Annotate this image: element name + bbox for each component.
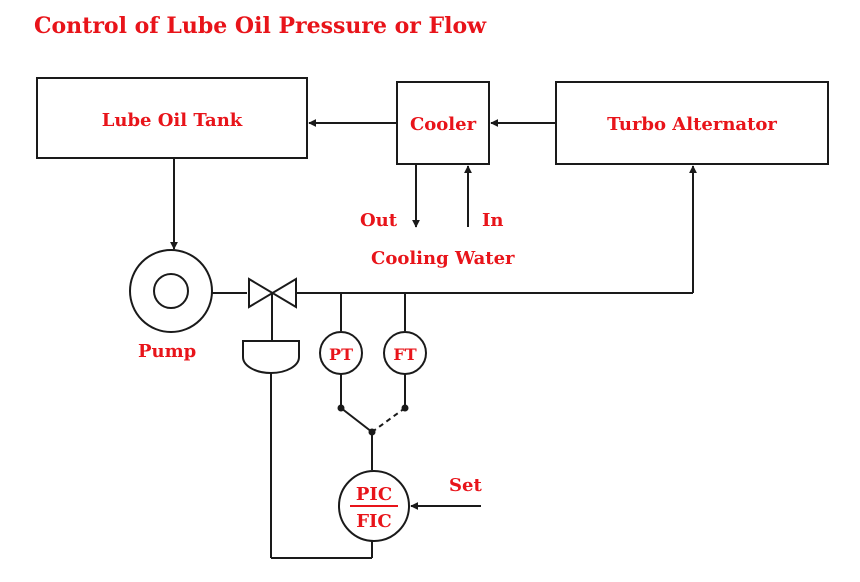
cooler-label: Cooler bbox=[410, 114, 477, 135]
pump-label: Pump bbox=[138, 341, 196, 362]
lube-oil-tank-label: Lube Oil Tank bbox=[102, 110, 243, 131]
page-title: Control of Lube Oil Pressure or Flow bbox=[34, 13, 487, 39]
turbo-alternator-block bbox=[555, 81, 829, 165]
actuator-icon bbox=[242, 340, 300, 374]
ft-label: FT bbox=[393, 345, 416, 364]
controller-top-label: PIC bbox=[356, 484, 392, 505]
lube-oil-tank-block bbox=[36, 77, 308, 159]
selector-switch-arm bbox=[340, 407, 373, 433]
setpoint-label: Set bbox=[449, 475, 482, 496]
pt-label: PT bbox=[329, 345, 353, 364]
cooling-water-out-label: Out bbox=[360, 210, 398, 231]
cooling-water-in-label: In bbox=[482, 210, 504, 231]
cooler-block bbox=[396, 81, 490, 165]
controller-bottom-label: FIC bbox=[356, 511, 392, 532]
pump-icon bbox=[129, 249, 213, 333]
selector-switch-alt bbox=[371, 407, 406, 433]
turbo-alternator-label: Turbo Alternator bbox=[607, 114, 777, 135]
cooling-water-caption: Cooling Water bbox=[371, 248, 515, 269]
